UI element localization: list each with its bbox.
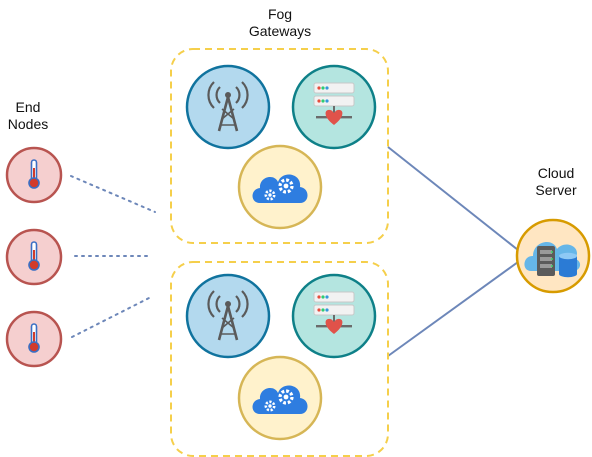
end-node-2 <box>5 228 63 286</box>
link-node1-gateway1 <box>70 175 156 213</box>
cloud-server-label-line2: Server <box>535 182 577 198</box>
gateway-1-compute <box>237 144 323 230</box>
end-node-1 <box>5 146 63 204</box>
fog-gateways-label-line2: Gateways <box>248 23 312 39</box>
link-node3-gateway2 <box>71 295 154 338</box>
end-nodes-label-line2: Nodes <box>7 116 49 132</box>
end-nodes-label-line1: End <box>15 99 41 115</box>
fog-gateway-box-1 <box>170 48 389 244</box>
fog-gateways-label-line1: Fog <box>267 6 293 22</box>
fog-gateways-label: Fog Gateways <box>230 6 330 40</box>
gateway-2-compute <box>237 355 323 441</box>
gateway-1-server <box>291 64 377 150</box>
gateway-2-antenna <box>185 273 271 359</box>
cloud-server-label-line1: Cloud <box>537 165 575 181</box>
end-nodes-label: End Nodes <box>0 99 56 133</box>
gateway-2-server <box>291 273 377 359</box>
cloud-server-label: Cloud Server <box>520 165 592 199</box>
cloud-server-node <box>515 218 591 294</box>
end-node-3 <box>5 310 63 368</box>
link-gateway1-cloud <box>387 146 519 251</box>
link-gateway2-cloud <box>387 261 519 357</box>
gateway-1-antenna <box>185 64 271 150</box>
fog-gateway-box-2 <box>170 261 389 457</box>
